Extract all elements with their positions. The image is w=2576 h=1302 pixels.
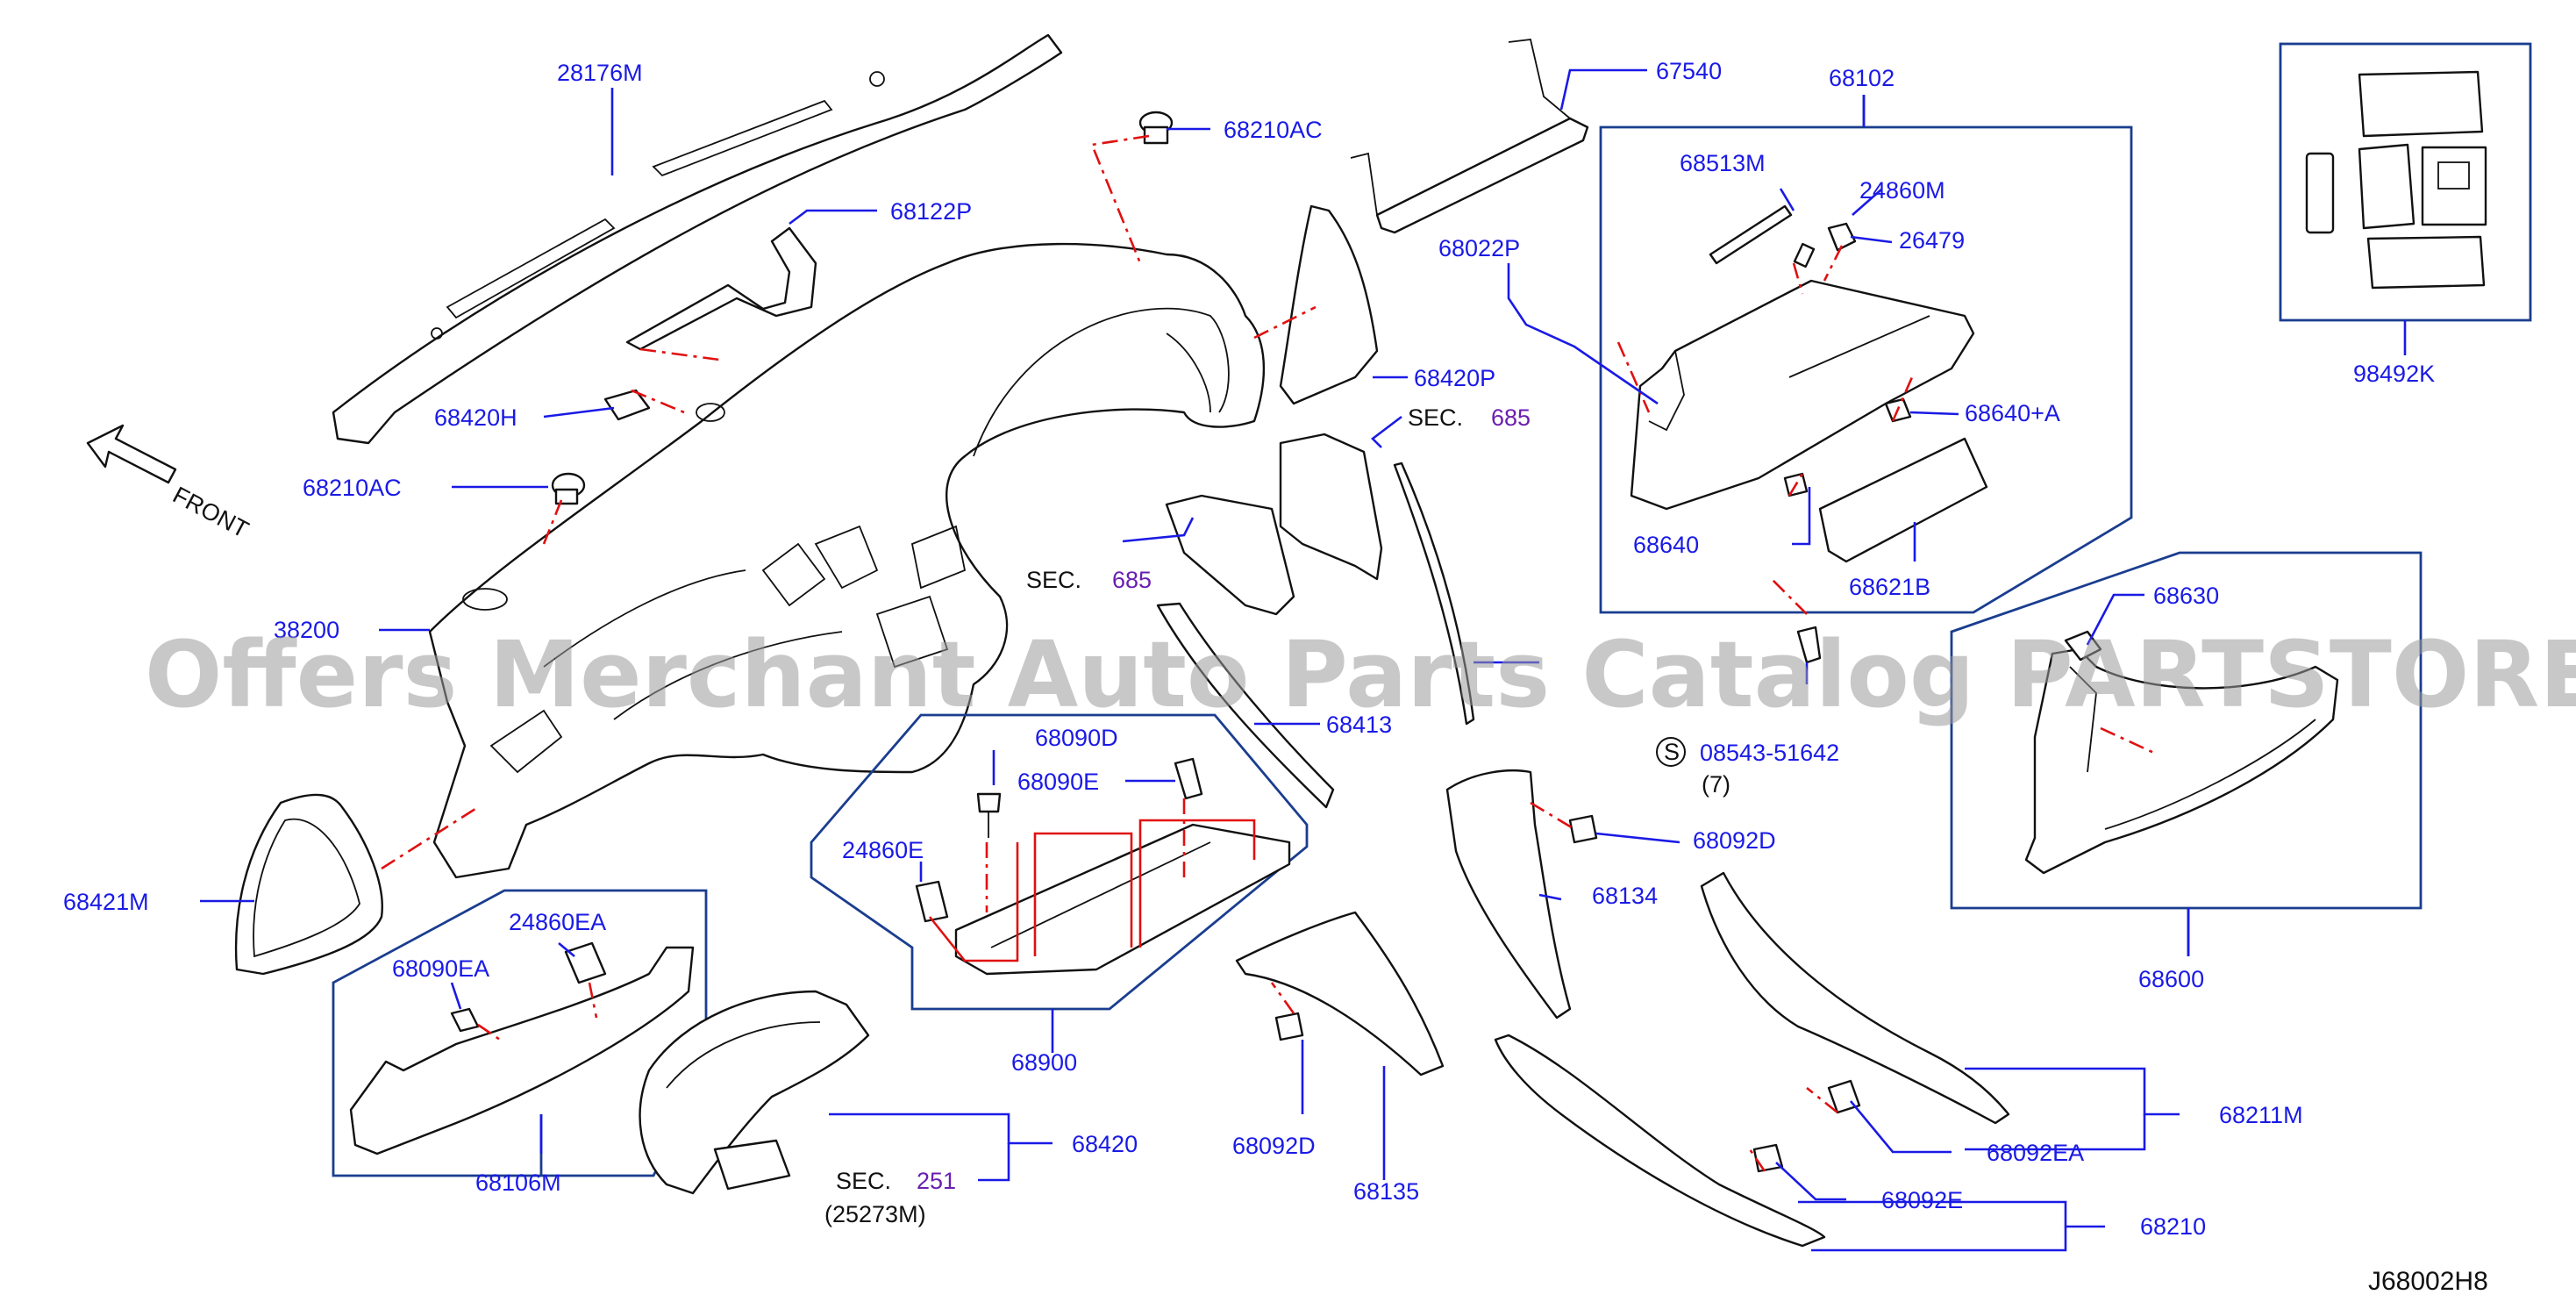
label-68092d-right: 68092D [1693,827,1776,854]
label-screw-symbol: S [1664,739,1680,765]
lid-68621b[interactable] [1818,437,1988,563]
screw-symbol-circle [1656,737,1686,767]
label-24860e: 24860E [842,837,924,863]
label-68640a: 68640+A [1965,400,2060,426]
label-68900: 68900 [1011,1049,1077,1076]
label-28176m: 28176M [557,60,643,86]
label-sec-251: SEC. [836,1168,891,1194]
glove-box-68102[interactable] [1630,279,1975,511]
strip-68412m[interactable] [1393,461,1475,726]
label-68600: 68600 [2138,966,2204,992]
clip-68092ea[interactable] [1827,1079,1861,1114]
label-68210ac-top: 68210AC [1224,117,1323,143]
label-68513m: 68513M [1680,150,1766,176]
label-68420: 68420 [1072,1131,1138,1157]
group-box-68900 [810,713,1309,1011]
clip-68092d-right[interactable] [1568,814,1598,844]
label-sec-251-num: 251 [917,1168,956,1194]
label-68106m: 68106M [475,1170,561,1196]
clip-68090e[interactable] [1174,757,1203,800]
handle-67540[interactable] [1350,39,1589,234]
nut-26479[interactable] [1827,222,1857,252]
duct-sec685-upper[interactable] [1279,433,1383,581]
label-68134: 68134 [1592,883,1658,909]
label-68210ac-left: 68210AC [303,475,402,501]
clip-24860e[interactable] [915,880,949,923]
label-68090d: 68090D [1035,725,1118,751]
label-24860ea: 24860EA [509,909,606,935]
panel-68106m[interactable] [349,946,695,1155]
label-sec-685-b: SEC. [1026,567,1081,593]
label-08543-qty: (7) [1702,771,1730,798]
instrument-panel-top-pad[interactable] [332,33,1063,445]
front-label: FRONT [168,482,253,543]
label-25273m: (25273M) [824,1201,926,1227]
panel-68420p[interactable] [1279,204,1379,405]
label-68413: 68413 [1326,712,1392,738]
label-68022p: 68022P [1438,235,1520,261]
bolt-68092d-low[interactable] [1274,1012,1304,1041]
assembly-guide-lines [381,134,2159,1172]
assembly-68600[interactable] [2024,647,2339,875]
clip-68090ea[interactable] [450,1007,480,1033]
bracket-68122p[interactable] [625,226,817,351]
part-24860m[interactable] [1793,242,1816,268]
label-67540: 67540 [1656,58,1722,84]
label-68090e: 68090E [1017,769,1099,795]
label-68630: 68630 [2153,583,2219,609]
label-38200: 38200 [274,617,339,643]
label-sec-685-a-num: 685 [1491,404,1531,431]
diagram-code: J68002H8 [2368,1267,2488,1296]
label-08543-51642: 08543-51642 [1700,740,1839,766]
leader-lines [200,68,2407,1252]
rod-68513m[interactable] [1709,204,1793,265]
label-68102: 68102 [1829,65,1895,91]
sill-68210[interactable] [1494,1034,1826,1248]
kit-98492k[interactable] [2305,70,2487,290]
tray-68900[interactable] [954,823,1291,976]
label-sec-685-b-num: 685 [1112,567,1152,593]
cluster-68420[interactable] [639,990,870,1195]
watermark: Offers Merchant Auto Parts Catalog PARTS… [145,621,2576,728]
label-68090ea: 68090EA [392,955,489,982]
label-68092d-low: 68092D [1232,1133,1316,1159]
bezel-68421m[interactable] [234,793,383,976]
clip-68210ac-left[interactable] [551,472,586,505]
trim-68134[interactable] [1445,769,1572,1019]
label-68640: 68640 [1633,532,1699,558]
part-24860ea[interactable] [564,941,607,984]
clip-68092e[interactable] [1752,1143,1784,1173]
label-68135: 68135 [1353,1178,1419,1205]
clip-68210ac-top[interactable] [1138,111,1174,145]
duct-sec685-lower[interactable] [1165,494,1295,616]
kick-panel-68211m[interactable] [1700,871,2010,1125]
label-24860m: 24860M [1859,177,1945,204]
label-sec-685-a: SEC. [1408,404,1463,431]
label-68621b: 68621B [1849,574,1930,600]
switch-sec251[interactable] [713,1139,791,1191]
label-68420h: 68420H [434,404,517,431]
label-68421m: 68421M [63,889,149,915]
label-68092e: 68092E [1881,1187,1963,1213]
part-labels: 28176M 68122P 68210AC 68420H 68210AC 382… [63,58,2435,1240]
label-26479: 26479 [1899,227,1965,254]
label-68211m: 68211M [2219,1102,2303,1128]
label-68092ea: 68092EA [1987,1140,2084,1166]
clip-68420h[interactable] [603,389,651,421]
label-68420p: 68420P [1414,365,1495,391]
front-direction-arrow: FRONT [86,424,253,543]
trim-68135[interactable] [1235,911,1445,1077]
label-98492k: 98492K [2353,361,2435,387]
screw-68090d[interactable] [976,792,1002,838]
instrument-panel-main[interactable] [428,242,1266,879]
screw-08543-51642[interactable] [1796,626,1822,664]
label-68210: 68210 [2140,1213,2206,1240]
strip-68413[interactable] [1156,602,1335,809]
label-68122p: 68122P [890,198,972,225]
